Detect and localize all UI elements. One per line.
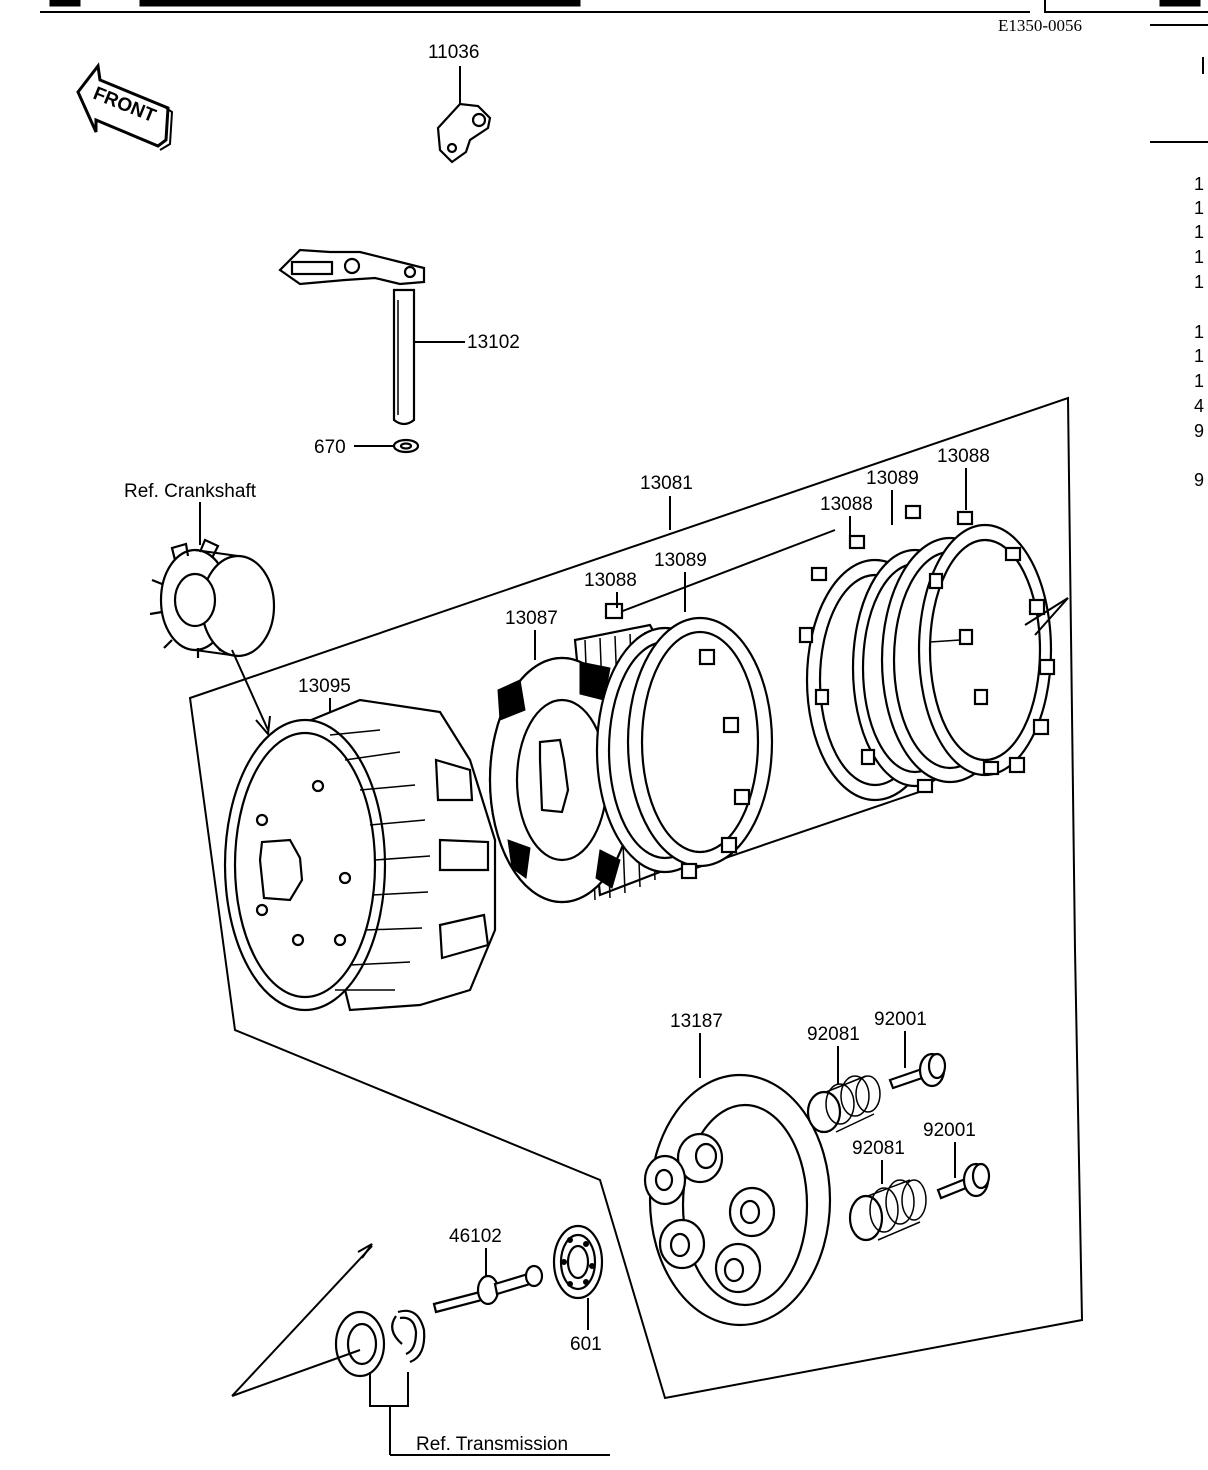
side-item: 1 (1194, 272, 1204, 292)
shaft-lever-13102: 13102 (278, 248, 520, 426)
header: E1350-0056 (40, 0, 1208, 143)
label-46102: 46102 (449, 1226, 502, 1247)
label-13088-rear: 13088 (937, 446, 990, 467)
assembly-boundary (188, 396, 1084, 1400)
bolt-92001-bottom: 92001 (923, 1120, 991, 1200)
label-13095: 13095 (298, 676, 351, 697)
label-13087: 13087 (505, 608, 558, 629)
plate-set-13081: 13081 13088 13089 (584, 446, 1069, 880)
transmission-washers: Ref. Transmission (231, 1243, 610, 1456)
push-rod-46102: 46102 (432, 1226, 544, 1314)
label-92081-top: 92081 (807, 1024, 860, 1045)
label-13102: 13102 (467, 332, 520, 353)
label-13081: 13081 (640, 473, 693, 494)
label-13088-front: 13088 (584, 570, 637, 591)
ref-crankshaft: Ref. Crankshaft (124, 481, 257, 502)
front-arrow-icon: FRONT (76, 62, 174, 151)
diagram-code: E1350-0056 (998, 16, 1082, 35)
clutch-housing-13095: 13095 (223, 676, 497, 1012)
washer-670: 670 (314, 437, 420, 458)
side-item: 1 (1194, 198, 1204, 218)
label-13088-mid: 13088 (820, 494, 873, 515)
crankshaft-gear: Ref. Crankshaft (124, 481, 276, 737)
label-13089-front: 13089 (654, 550, 707, 571)
spring-92081-bottom: 92081 (848, 1138, 927, 1242)
pressure-plate-13187: 13187 (643, 1011, 832, 1327)
bracket-11036: 11036 (428, 42, 492, 164)
label-13089-rear: 13089 (866, 468, 919, 489)
side-item: 1 (1194, 247, 1204, 267)
ref-transmission: Ref. Transmission (416, 1434, 568, 1455)
label-92081-bottom: 92081 (852, 1138, 905, 1159)
label-13187: 13187 (670, 1011, 723, 1032)
side-item: 4 (1194, 396, 1204, 416)
side-item: 1 (1194, 371, 1204, 391)
label-11036: 11036 (428, 42, 479, 63)
side-parts-column: 1 1 1 1 1 1 1 1 4 9 9 (1194, 174, 1204, 490)
side-item: 1 (1194, 222, 1204, 242)
label-601: 601 (570, 1334, 602, 1355)
spring-92081-top: 92081 (806, 1024, 881, 1134)
bearing-601: 601 (552, 1224, 604, 1355)
label-92001-top: 92001 (874, 1009, 927, 1030)
side-item: 9 (1194, 421, 1204, 441)
side-item: 1 (1194, 322, 1204, 342)
side-item: 9 (1194, 470, 1204, 490)
label-92001-bottom: 92001 (923, 1120, 976, 1141)
side-item: 1 (1194, 346, 1204, 366)
bolt-92001-top: 92001 (874, 1009, 947, 1090)
side-item: 1 (1194, 174, 1204, 194)
label-670: 670 (314, 437, 346, 458)
